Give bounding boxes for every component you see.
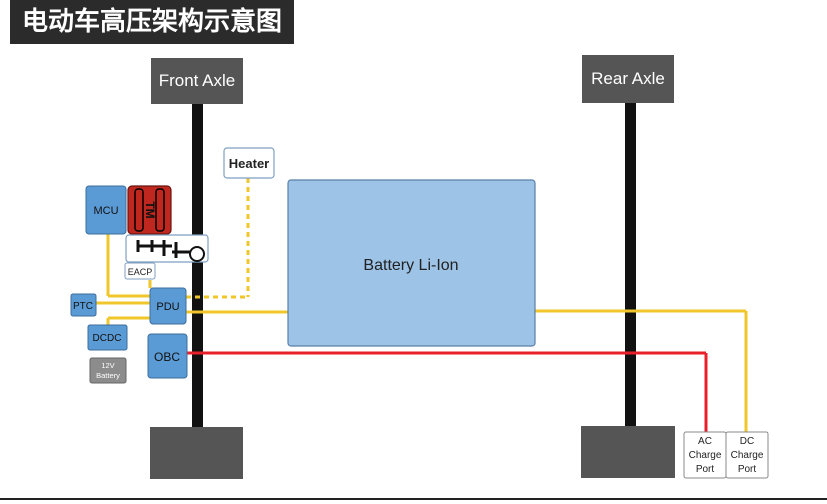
tm-winding-right xyxy=(155,188,165,232)
rear-axle-shaft xyxy=(625,100,636,430)
gearbox-shafts xyxy=(136,240,190,258)
mcu-label: MCU xyxy=(93,205,118,217)
battery-box xyxy=(287,179,536,347)
battery-12v-label-line2: Battery xyxy=(96,371,120,380)
obc-label: OBC xyxy=(154,350,180,364)
tm-motor-box xyxy=(127,185,172,235)
front-axle-shaft xyxy=(192,100,203,430)
dc-label-line2: Charge xyxy=(731,450,764,461)
front-wheel-block xyxy=(150,427,243,479)
pdu-box xyxy=(149,287,187,325)
red-wire xyxy=(187,351,708,432)
eacp-box xyxy=(124,262,156,280)
heater-dashed-wire xyxy=(186,178,250,299)
bottom-border xyxy=(0,498,827,500)
dc-label-line3: Port xyxy=(738,464,757,475)
dc-charge-port-box xyxy=(725,431,769,479)
heater-box xyxy=(223,147,275,179)
ac-label-line1: AC xyxy=(698,436,712,447)
ac-label-line3: Port xyxy=(696,464,715,475)
ac-label-line2: Charge xyxy=(689,450,722,461)
obc-box xyxy=(147,333,188,379)
front-axle-label: Front Axle xyxy=(159,71,236,90)
rear-axle-block xyxy=(582,55,674,103)
heater-label: Heater xyxy=(229,156,269,171)
battery-12v-label-line1: 12V xyxy=(101,361,114,370)
tm-label: TM xyxy=(143,201,157,218)
dc-label-line1: DC xyxy=(740,436,754,447)
rear-wheel-block xyxy=(581,426,675,478)
rear-axle-label: Rear Axle xyxy=(591,69,665,88)
eacp-label: EACP xyxy=(128,267,153,277)
mcu-box xyxy=(85,185,127,235)
dcdc-box xyxy=(87,324,128,351)
battery-12v-box xyxy=(89,357,127,384)
tm-winding-left xyxy=(134,188,144,232)
gearbox-output-circle xyxy=(189,246,205,262)
dcdc-label: DCDC xyxy=(93,333,122,344)
battery-label: Battery Li-Ion xyxy=(363,257,458,274)
front-axle-block xyxy=(151,58,243,104)
pdu-label: PDU xyxy=(156,301,179,313)
diagram-title: 电动车高压架构示意图 xyxy=(10,0,295,44)
gearbox-box xyxy=(125,234,209,263)
ptc-box xyxy=(70,293,97,317)
ptc-label: PTC xyxy=(73,301,93,312)
yellow-wires xyxy=(96,234,748,432)
